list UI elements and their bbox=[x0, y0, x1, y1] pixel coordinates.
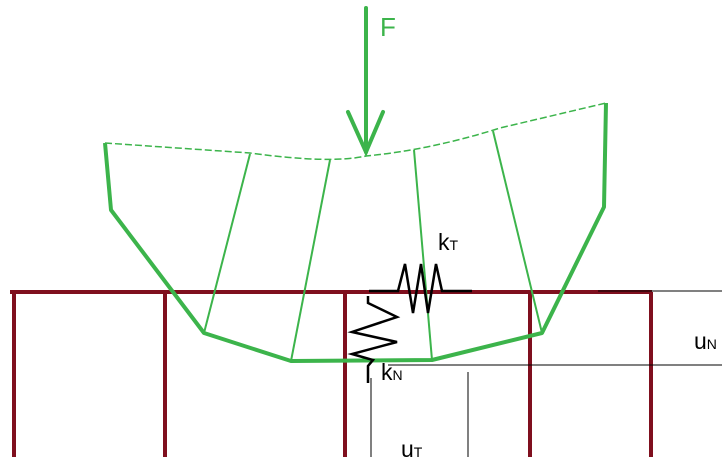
wheel bbox=[103, 102, 608, 363]
kt-label: kT bbox=[438, 229, 459, 255]
un-subscript: N bbox=[707, 336, 717, 352]
normal-spring bbox=[347, 296, 401, 383]
wheel-outline bbox=[103, 102, 608, 363]
un-main: u bbox=[694, 328, 707, 354]
ut-label: uT bbox=[401, 436, 423, 457]
wheel-spoke-2 bbox=[290, 159, 331, 362]
wheel-spoke-3 bbox=[413, 149, 433, 361]
kn-subscript: N bbox=[393, 367, 403, 383]
dimension-guides bbox=[370, 290, 722, 457]
force-label: F bbox=[380, 12, 396, 42]
rail-structure bbox=[10, 290, 653, 457]
ut-subscript: T bbox=[414, 444, 423, 457]
force-arrow bbox=[346, 6, 385, 157]
kn-label: kN bbox=[381, 359, 403, 385]
kn-main: k bbox=[381, 359, 393, 385]
kt-main: k bbox=[438, 229, 450, 255]
un-label: uN bbox=[694, 328, 717, 354]
kt-subscript: T bbox=[450, 237, 459, 253]
wheel-spoke-4 bbox=[492, 130, 543, 334]
tangential-spring bbox=[369, 263, 472, 314]
ut-main: u bbox=[401, 436, 414, 457]
force-arrow-head bbox=[346, 110, 385, 157]
wheel-spoke-1 bbox=[203, 153, 251, 334]
